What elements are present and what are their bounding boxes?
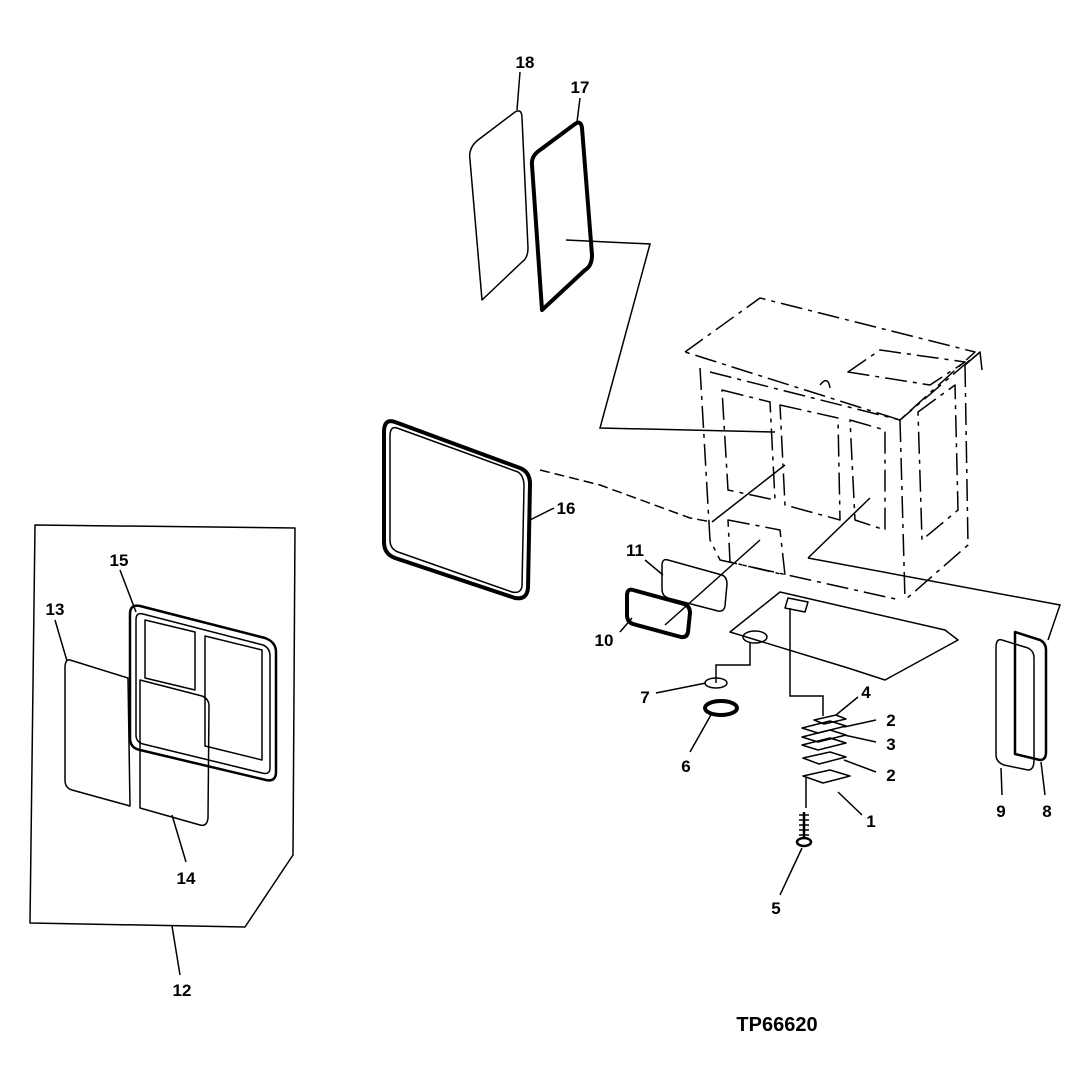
cab-outline: [684, 297, 983, 601]
callout-6: 6: [681, 757, 690, 776]
part-6-grommet: [703, 699, 739, 717]
part-10-seal: [625, 587, 692, 640]
part-14-glass: [139, 679, 210, 827]
callout-leaders: [54, 71, 1046, 976]
part-5-screw: [795, 812, 813, 848]
part-8-seal: [1013, 630, 1048, 762]
callout-4: 4: [861, 683, 871, 702]
part-12-kit-box: [29, 524, 296, 928]
callout-7: 7: [640, 688, 649, 707]
callout-2-upper: 2: [886, 711, 895, 730]
callout-2-lower: 2: [886, 766, 895, 785]
callout-18: 18: [516, 53, 535, 72]
callout-9: 9: [996, 802, 1005, 821]
callout-17: 17: [571, 78, 590, 97]
callout-13: 13: [46, 600, 65, 619]
part-9-glass: [995, 638, 1035, 771]
floor-plate: [729, 591, 959, 681]
callout-12: 12: [173, 981, 192, 1000]
callout-15: 15: [110, 551, 129, 570]
callout-labels: 18 17 16 11 10 7 6 4 2 3 2 1 5 9 8 15 13…: [46, 53, 1052, 1000]
callout-16: 16: [557, 499, 576, 518]
part-15-frame: [128, 604, 278, 782]
connection-lines: [539, 239, 1061, 808]
callout-3: 3: [886, 735, 895, 754]
callout-8: 8: [1042, 802, 1051, 821]
part-18-glass: [468, 110, 529, 301]
part-11-glass: [661, 558, 728, 612]
part-17-seal: [529, 120, 594, 312]
callout-14: 14: [177, 869, 196, 888]
shim-stack: [801, 714, 851, 784]
figure-id: TP66620: [736, 1014, 817, 1036]
part-13-glass: [64, 659, 131, 807]
part-16-window: [382, 419, 532, 601]
callout-1: 1: [866, 812, 875, 831]
callout-11: 11: [626, 541, 644, 560]
callout-5: 5: [771, 899, 780, 918]
callout-10: 10: [595, 631, 614, 650]
